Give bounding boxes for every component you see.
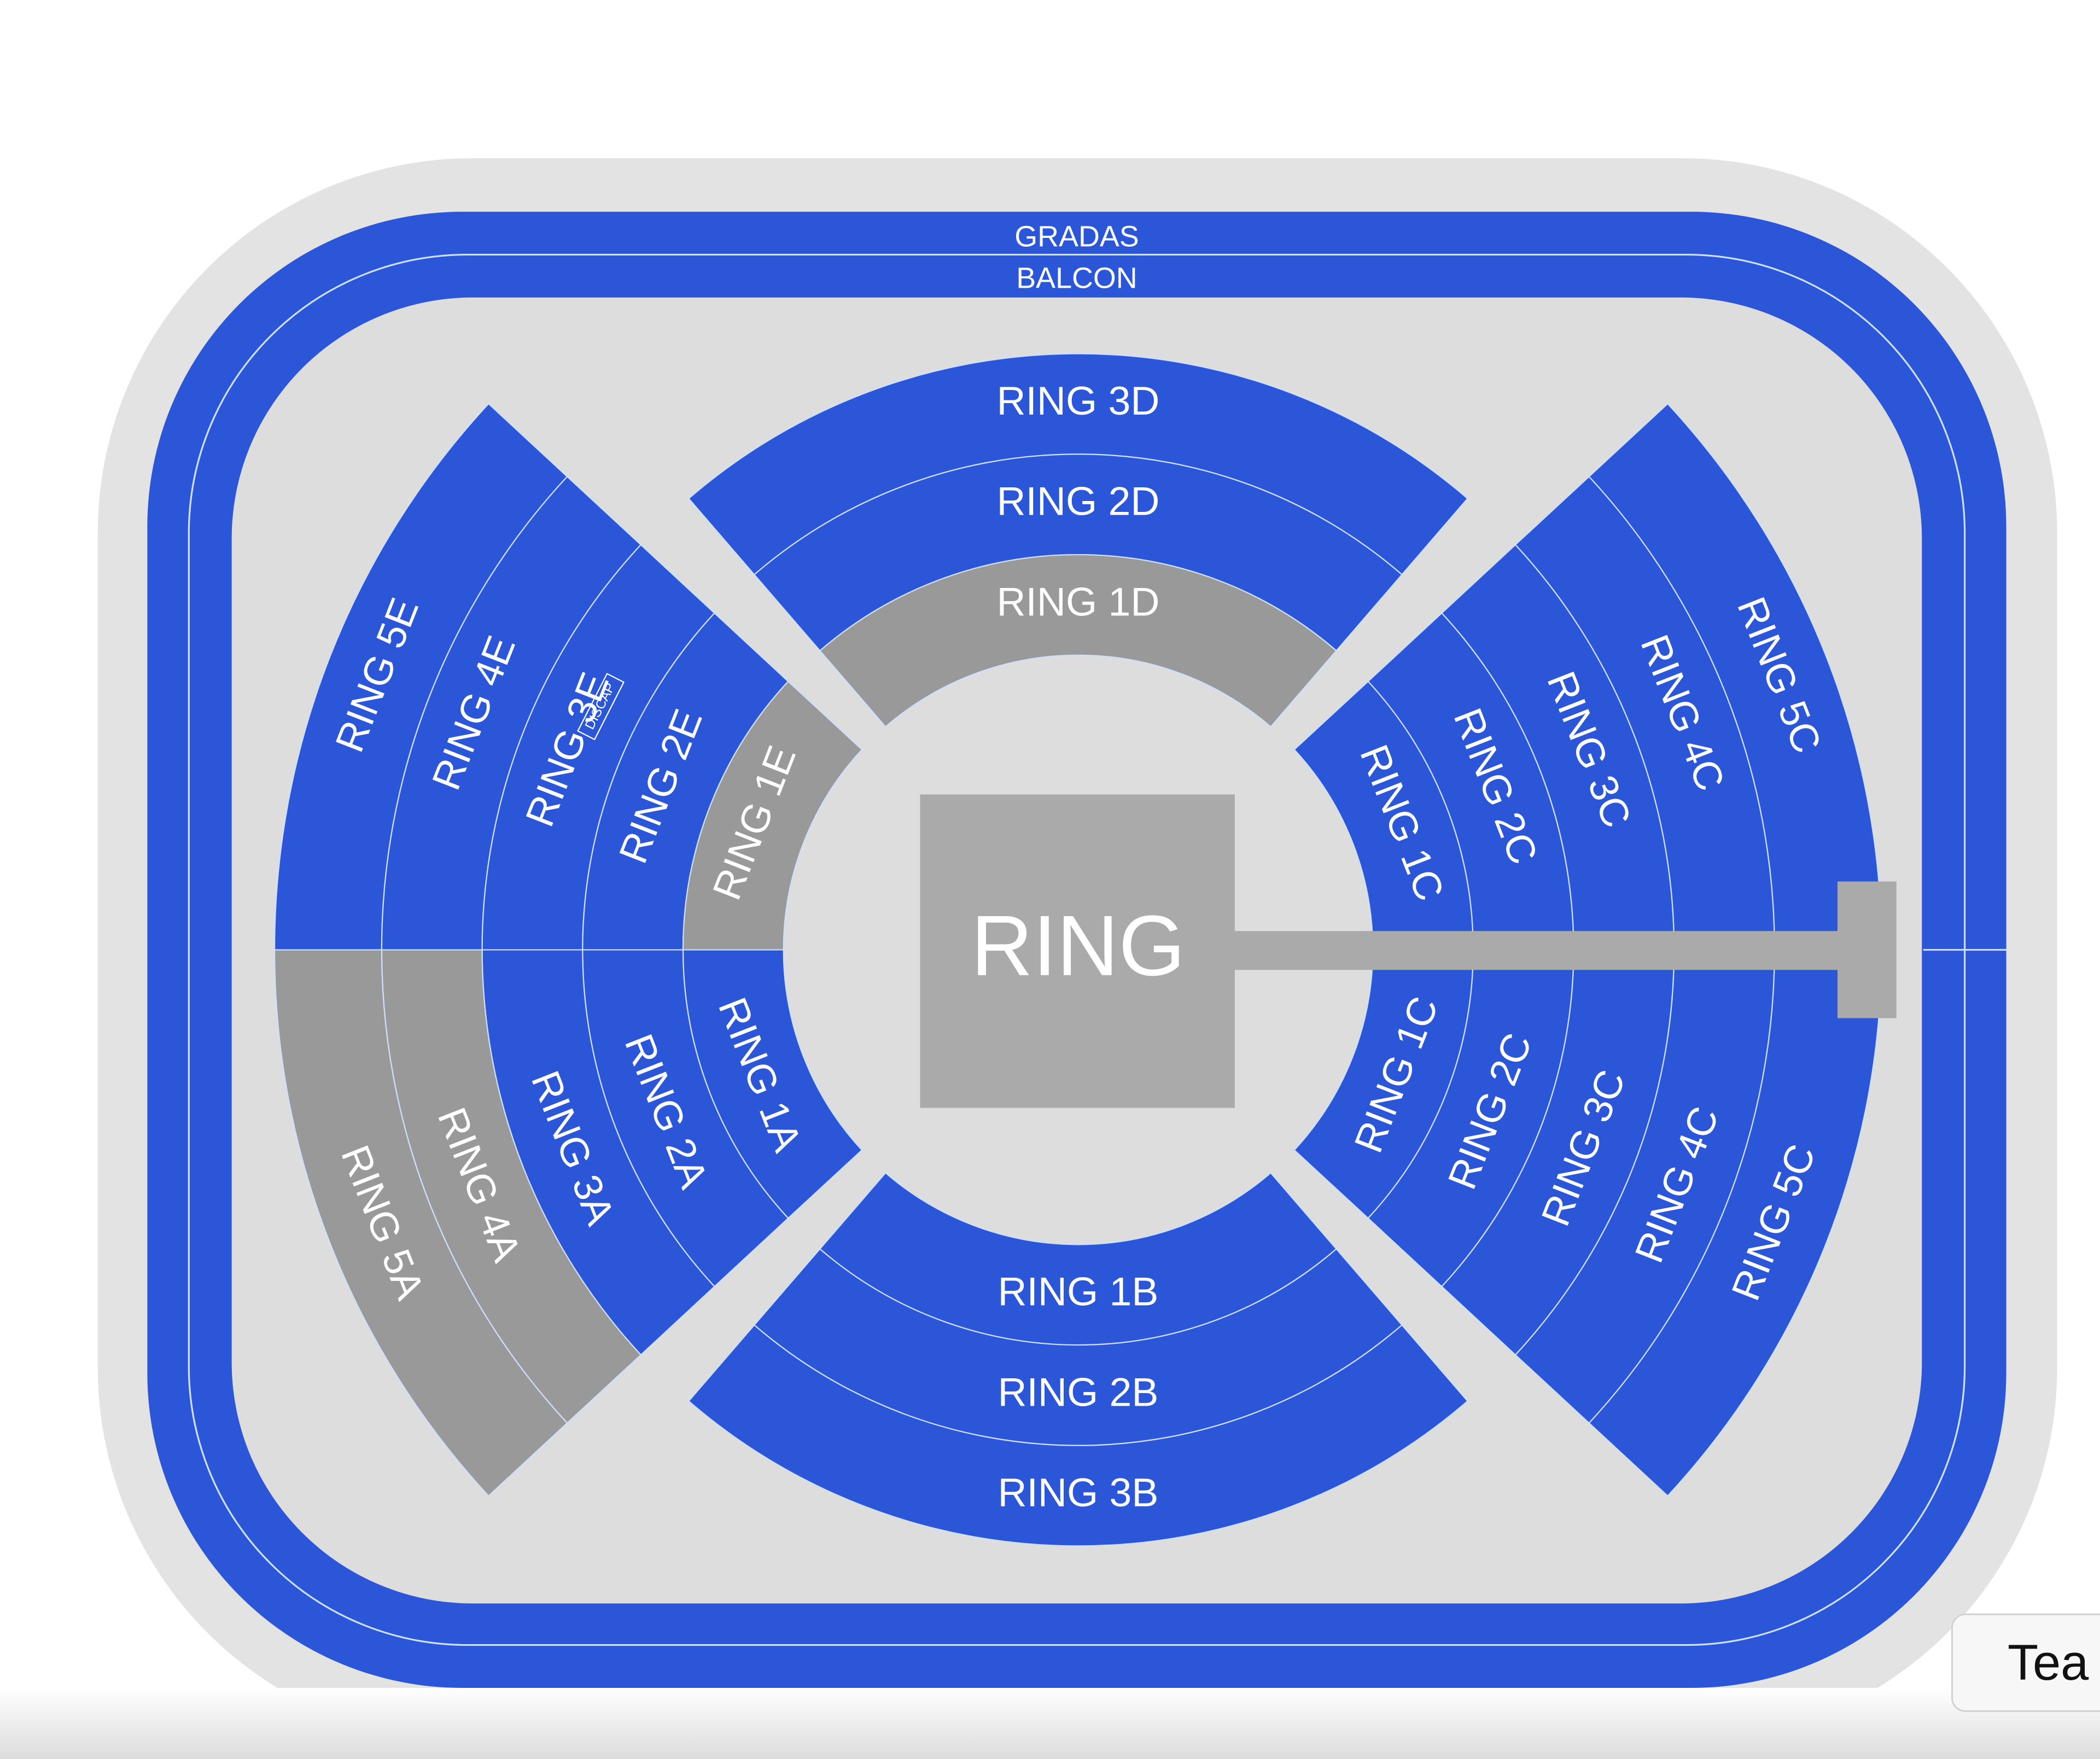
section-label-ring-2b: RING 2B [998,1369,1158,1414]
ring-stage [920,794,1235,1108]
section-ring-5c-lower[interactable] [1588,949,1882,1497]
discap-box [577,673,625,741]
runway [1232,881,1897,1018]
corner-action-button[interactable]: Tea [1951,1614,2100,1712]
section-label-ring-3d: RING 3D [996,378,1159,423]
sections-layer [273,353,1882,1547]
balcon-label: BALCON [1016,261,1138,294]
section-label-ring-2d: RING 2D [996,479,1159,524]
ring-stage-label: RING [971,898,1186,994]
section-label-ring-1d: RING 1D [996,579,1159,624]
section-ring-5a[interactable] [273,949,568,1497]
bottom-shade [0,1688,2100,1759]
section-label-ring-3b: RING 3B [998,1470,1158,1515]
gradas-label: GRADAS [1014,220,1139,253]
section-ring-1d[interactable] [819,554,1338,728]
section-ring-3b[interactable] [687,1324,1469,1547]
section-label-ring-1b: RING 1B [998,1269,1158,1314]
section-ring-1e[interactable] [682,680,863,951]
